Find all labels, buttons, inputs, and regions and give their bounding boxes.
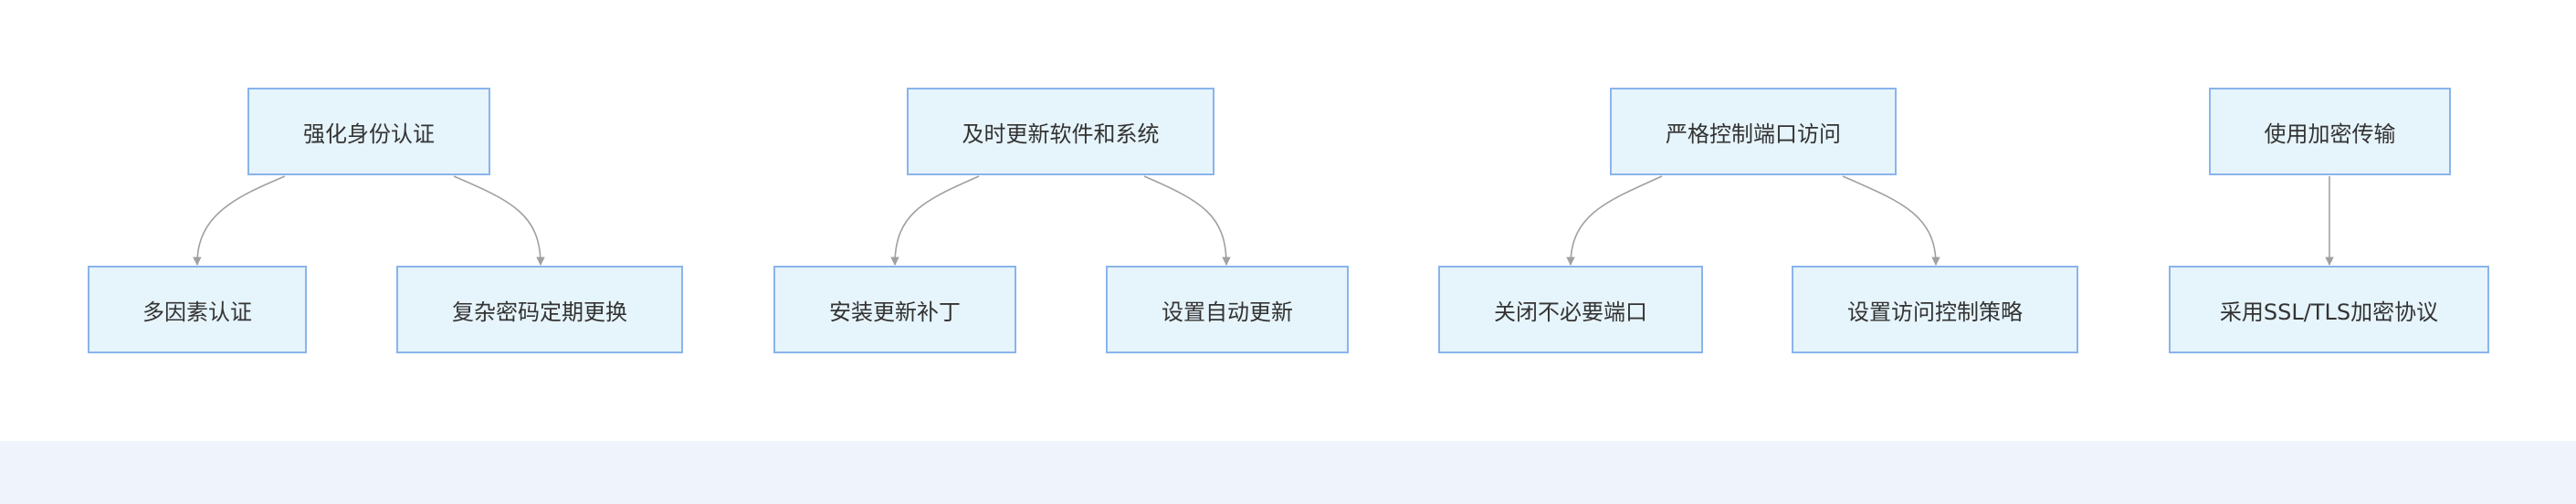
node-mfa: 多因素认证 <box>88 266 307 353</box>
node-auto-update: 设置自动更新 <box>1106 266 1349 353</box>
node-close-ports: 关闭不必要端口 <box>1438 266 1703 353</box>
node-password-rotation: 复杂密码定期更换 <box>396 266 683 353</box>
edge-update-to-auto <box>1143 175 1231 266</box>
edge-update-to-patch <box>890 175 980 266</box>
node-ssl-tls: 采用SSL/TLS加密协议 <box>2169 266 2489 353</box>
edge-identity-to-password <box>453 175 545 266</box>
edge-port-to-acl <box>1842 175 1940 266</box>
node-control-ports: 严格控制端口访问 <box>1610 88 1897 175</box>
node-encrypted-transport: 使用加密传输 <box>2209 88 2451 175</box>
diagram-area: 强化身份认证 及时更新软件和系统 严格控制端口访问 使用加密传输 多因素认证 复… <box>88 88 2489 353</box>
node-update-software: 及时更新软件和系统 <box>907 88 1214 175</box>
bottom-band <box>0 441 2576 504</box>
node-strengthen-identity: 强化身份认证 <box>247 88 490 175</box>
node-install-patches: 安装更新补丁 <box>773 266 1016 353</box>
edge-layer <box>193 175 2334 266</box>
edge-identity-to-mfa <box>193 175 286 266</box>
edge-port-to-close <box>1566 175 1663 266</box>
node-access-policy: 设置访问控制策略 <box>1792 266 2078 353</box>
